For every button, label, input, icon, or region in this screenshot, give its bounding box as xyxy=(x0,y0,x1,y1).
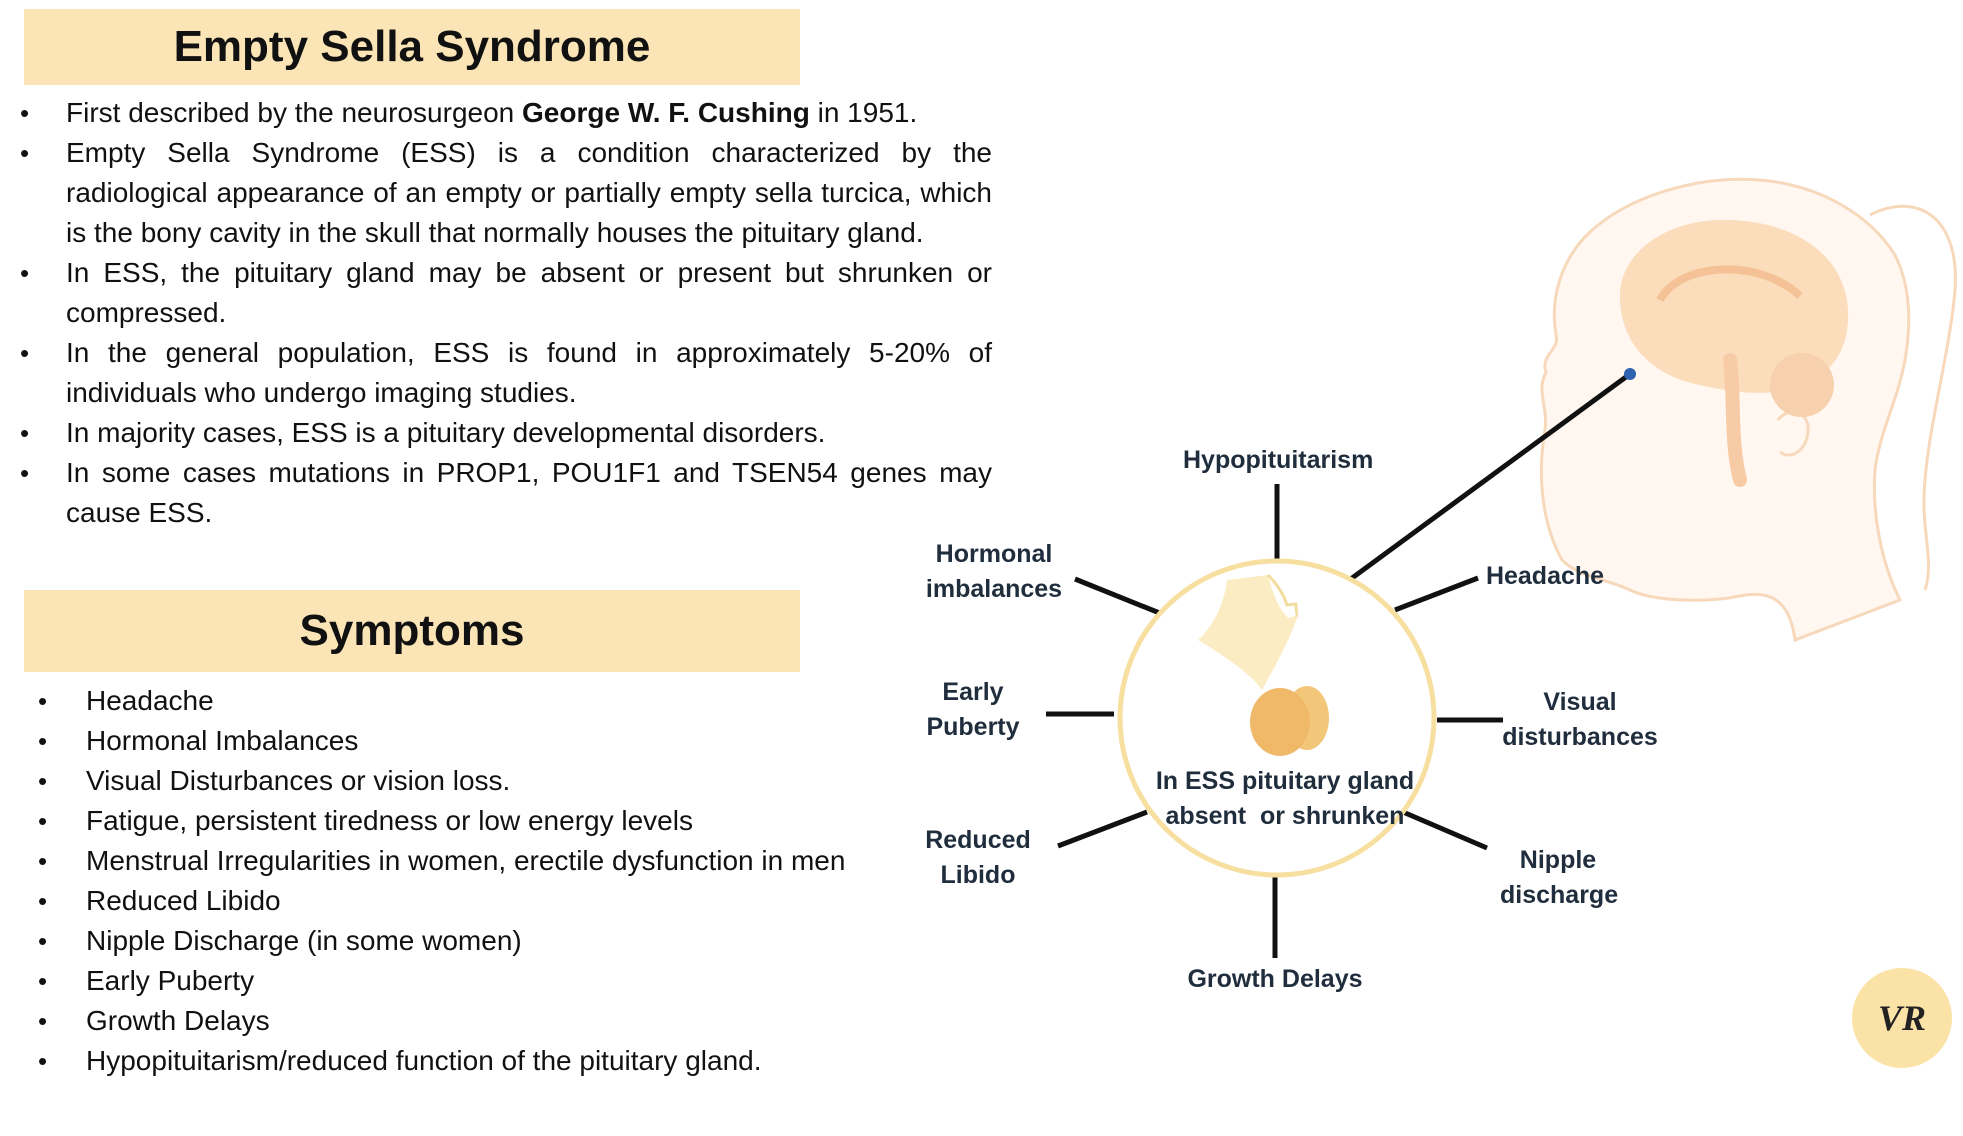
bullet-dot-icon: • xyxy=(38,1006,48,1036)
pituitary-point-icon xyxy=(1624,368,1636,380)
label-line: disturbances xyxy=(1502,723,1658,751)
label-reduced-libido: Reduced Libido xyxy=(923,823,1033,893)
ponytail xyxy=(1869,204,1957,591)
bullet-dot-icon: • xyxy=(38,966,48,996)
brain-shape xyxy=(1619,219,1849,393)
label-growth-delays: Growth Delays xyxy=(1187,965,1363,993)
label-line: Libido xyxy=(940,861,1016,889)
intro-bullet: •First described by the neurosurgeon Geo… xyxy=(20,93,992,133)
bullet-dot-icon: • xyxy=(38,846,48,876)
brainstem xyxy=(1723,353,1747,487)
bullet-dot-icon: • xyxy=(20,458,30,488)
symptoms-title: Symptoms xyxy=(24,590,800,672)
label-line: Nipple xyxy=(1519,846,1597,874)
spoke-hormonal xyxy=(1074,576,1163,617)
label-hormonal-imbalances: Hormonal imbalances xyxy=(921,537,1067,607)
main-title: Empty Sella Syndrome xyxy=(24,9,800,85)
vr-logo-badge: VR xyxy=(1852,968,1952,1068)
bullet-dot-icon: • xyxy=(20,258,30,288)
corpus-callosum xyxy=(1656,265,1803,303)
bullet-dot-icon: • xyxy=(38,1046,48,1076)
spoke-lines xyxy=(1046,484,1503,958)
bullet-dot-icon: • xyxy=(38,806,48,836)
caption-line: In ESS pituitary gland xyxy=(1155,767,1415,795)
label-visual-disturbances: Visual disturbances xyxy=(1502,685,1658,755)
label-headache: Headache xyxy=(1485,562,1605,590)
spoke-nipple xyxy=(1402,809,1488,851)
intro-bullet: •In majority cases, ESS is a pituitary d… xyxy=(20,413,992,453)
intro-bullet: •In some cases mutations in PROP1, POU1F… xyxy=(20,453,992,533)
symptom-item: •Hormonal Imbalances xyxy=(38,721,966,761)
label-line: Early xyxy=(942,678,1004,706)
bullet-dot-icon: • xyxy=(20,138,30,168)
symptom-item: •Headache xyxy=(38,681,966,721)
label-line: Reduced xyxy=(925,826,1031,854)
symptoms-list: •Headache •Hormonal Imbalances •Visual D… xyxy=(38,681,966,1081)
bullet-dot-icon: • xyxy=(38,686,48,716)
symptom-item: •Nipple Discharge (in some women) xyxy=(38,921,966,961)
bullet-dot-icon: • xyxy=(38,726,48,756)
label-line: imbalances xyxy=(925,575,1063,603)
pituitary-gland-icon xyxy=(1198,573,1329,756)
label-line: Puberty xyxy=(926,713,1020,741)
symptom-item: •Hypopituitarism/reduced function of the… xyxy=(38,1041,966,1081)
intro-bullet: •In the general population, ESS is found… xyxy=(20,333,992,413)
caption-line: absent or shrunken xyxy=(1165,802,1405,830)
symptom-item: •Reduced Libido xyxy=(38,881,966,921)
bullet-dot-icon: • xyxy=(20,338,30,368)
spoke-headache xyxy=(1394,575,1479,613)
bullet-dot-icon: • xyxy=(38,766,48,796)
intro-bullet: •Empty Sella Syndrome (ESS) is a conditi… xyxy=(20,133,992,253)
label-hypopituitarism: Hypopituitarism xyxy=(1183,446,1374,474)
label-line: Hormonal xyxy=(935,540,1053,568)
label-nipple-discharge: Nipple discharge xyxy=(1500,843,1619,913)
symptom-item: •Fatigue, persistent tiredness or low en… xyxy=(38,801,966,841)
intro-bullet: •In ESS, the pituitary gland may be abse… xyxy=(20,253,992,333)
symptom-item: •Growth Delays xyxy=(38,1001,966,1041)
bullet-dot-icon: • xyxy=(38,886,48,916)
symptom-item: •Early Puberty xyxy=(38,961,966,1001)
cerebellum xyxy=(1770,353,1834,417)
bullet-dot-icon: • xyxy=(20,418,30,448)
center-caption: In ESS pituitary gland absent or shrunke… xyxy=(1120,764,1450,834)
symptom-item: •Menstrual Irregularities in women, erec… xyxy=(38,841,966,881)
label-line: Visual xyxy=(1543,688,1617,716)
bullet-dot-icon: • xyxy=(20,98,30,128)
bullet-dot-icon: • xyxy=(38,926,48,956)
head-profile-icon xyxy=(1539,177,1957,643)
label-line: discharge xyxy=(1500,881,1619,909)
pointer-line xyxy=(1297,371,1632,620)
label-early-puberty: Early Puberty xyxy=(917,675,1029,745)
symptom-item: •Visual Disturbances or vision loss. xyxy=(38,761,966,801)
spoke-reduced xyxy=(1057,809,1148,849)
intro-bullet-list: •First described by the neurosurgeon Geo… xyxy=(20,93,992,533)
